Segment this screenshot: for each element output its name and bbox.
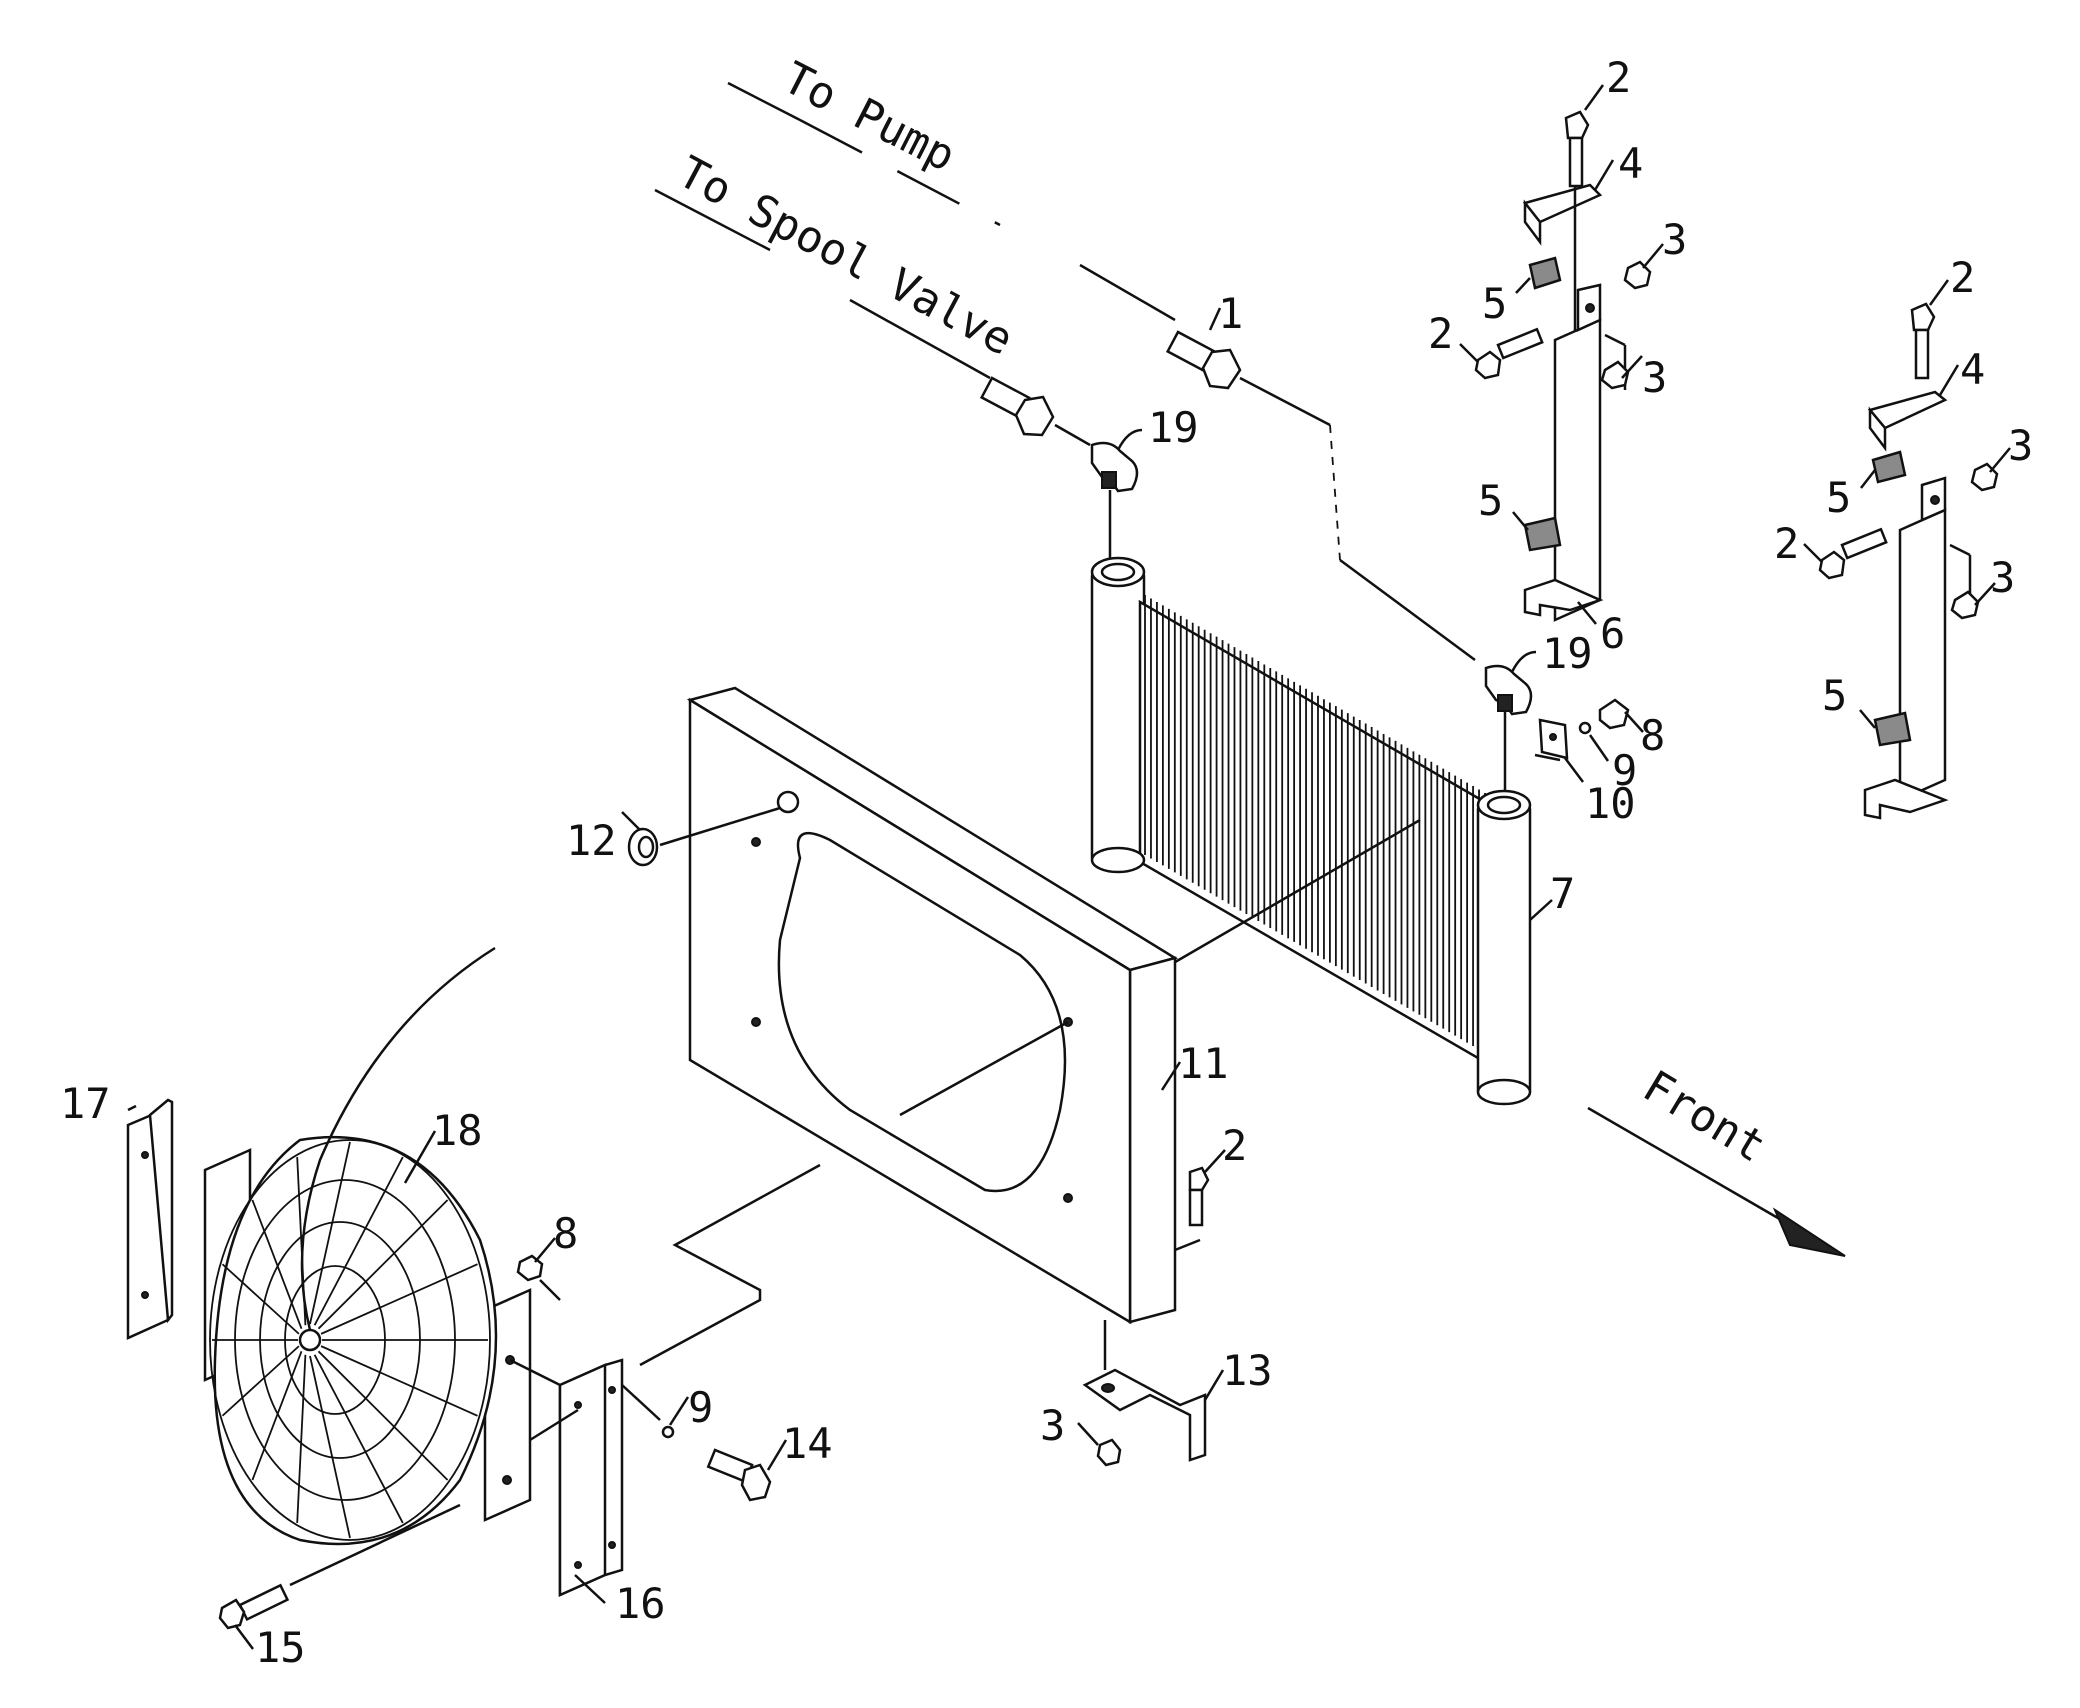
- electric-fan: [203, 946, 532, 1546]
- callout-12: 12: [566, 816, 617, 865]
- callout-5-upper-right: 5: [1826, 473, 1851, 522]
- callout-labels: 1 19 19 2 4 3 5 2 3 5 6 2 4: [60, 53, 2033, 1672]
- bolt-14: [706, 1448, 772, 1502]
- to-spool-valve-label: To Spool Valve: [670, 147, 1021, 366]
- callout-19-upper: 19: [1148, 403, 1199, 452]
- elbow-fitting-lower: [1484, 664, 1533, 716]
- callout-2-side-right: 2: [1774, 519, 1799, 568]
- callout-16: 16: [615, 1579, 666, 1628]
- bolt-2-top-center: [1564, 110, 1590, 188]
- front-label: Front: [1634, 1061, 1774, 1173]
- callout-4-right: 4: [1960, 345, 1985, 394]
- callout-5-lower-center: 5: [1478, 476, 1503, 525]
- callout-5-lower-right: 5: [1822, 671, 1847, 720]
- callout-3-bracket: 3: [1040, 1401, 1065, 1450]
- bracket-assembly-right: [1818, 302, 1999, 820]
- callout-3-lower-right: 3: [1990, 553, 2015, 602]
- fan-guard-spoke: [309, 1355, 351, 1539]
- callout-1: 1: [1218, 289, 1243, 338]
- to-spool-valve-label-group: To Spool Valve: [654, 147, 1021, 380]
- oil-cooler-core: [1090, 556, 1532, 1106]
- fan-guard-spoke: [221, 1263, 300, 1335]
- callout-5-upper-center: 5: [1482, 279, 1507, 328]
- callout-14: 14: [782, 1419, 833, 1468]
- fan-guard-spoke: [313, 1156, 404, 1326]
- callout-8-cooler: 8: [1640, 711, 1665, 760]
- fan-guard-spoke: [221, 1345, 300, 1417]
- cooler-fins: [1144, 595, 1486, 1053]
- fan-bracket-right: [509, 1163, 821, 1597]
- shroud-bolt-2: [1174, 1166, 1210, 1252]
- to-pump-label: To Pump: [775, 52, 963, 182]
- fan-guard-spoke: [320, 1263, 478, 1335]
- cooler-bracket-plate: [1534, 698, 1630, 762]
- callout-15: 15: [255, 1623, 306, 1672]
- fan-guard-spoke: [251, 1199, 303, 1330]
- bolt-2-side-right: [1818, 527, 1888, 580]
- callout-7: 7: [1550, 869, 1575, 918]
- callout-9-fan: 9: [688, 1383, 713, 1432]
- callout-2-side-center: 2: [1428, 309, 1453, 358]
- callout-3-lower-center: 3: [1642, 353, 1667, 402]
- callout-11: 11: [1178, 1039, 1229, 1088]
- fan-guard-spoke: [320, 1345, 478, 1417]
- callout-9-cooler: 9: [1612, 746, 1637, 795]
- fan-shroud: [686, 686, 1179, 1325]
- grommet: [627, 806, 781, 867]
- bolt-2-side-center: [1474, 327, 1544, 380]
- fan-fasteners: [218, 1254, 772, 1630]
- shroud-bracket-13: [1082, 1320, 1207, 1467]
- callout-6: 6: [1600, 609, 1625, 658]
- callout-3-top-right: 3: [2008, 421, 2033, 470]
- callout-2-top-center: 2: [1606, 53, 1631, 102]
- callout-17: 17: [60, 1079, 111, 1128]
- fan-guard-spokes: [212, 1141, 488, 1539]
- hose-fitting-pump: [1165, 330, 1242, 390]
- fan-guard-spoke: [317, 1350, 449, 1481]
- fan-guard-spoke: [313, 1354, 404, 1524]
- front-direction-indicator: Front: [1587, 1061, 1846, 1257]
- callout-13: 13: [1222, 1346, 1273, 1395]
- bolt-2-top-right: [1910, 302, 1936, 380]
- callout-18: 18: [432, 1106, 483, 1155]
- callout-19-lower: 19: [1542, 629, 1593, 678]
- bracket-assembly-center: [1474, 110, 1652, 622]
- callout-8-fan: 8: [553, 1209, 578, 1258]
- bolt-15: [218, 1583, 290, 1630]
- callout-2-shroud: 2: [1222, 1121, 1247, 1170]
- fan-guard-spoke: [251, 1350, 303, 1481]
- fan-bracket-left: [126, 1098, 174, 1340]
- callout-4-center: 4: [1618, 139, 1643, 188]
- fan-guard-spoke: [296, 1354, 307, 1523]
- elbow-fitting-upper: [1090, 441, 1139, 493]
- fan-guard-spoke: [317, 1199, 449, 1330]
- to-pump-label-group: To Pump: [727, 52, 1176, 322]
- fan-guard-spoke: [309, 1141, 351, 1325]
- callout-2-top-right: 2: [1950, 253, 1975, 302]
- callout-10: 10: [1585, 779, 1636, 828]
- hose-fitting-spool: [979, 376, 1055, 437]
- callout-3-top-center: 3: [1662, 215, 1687, 264]
